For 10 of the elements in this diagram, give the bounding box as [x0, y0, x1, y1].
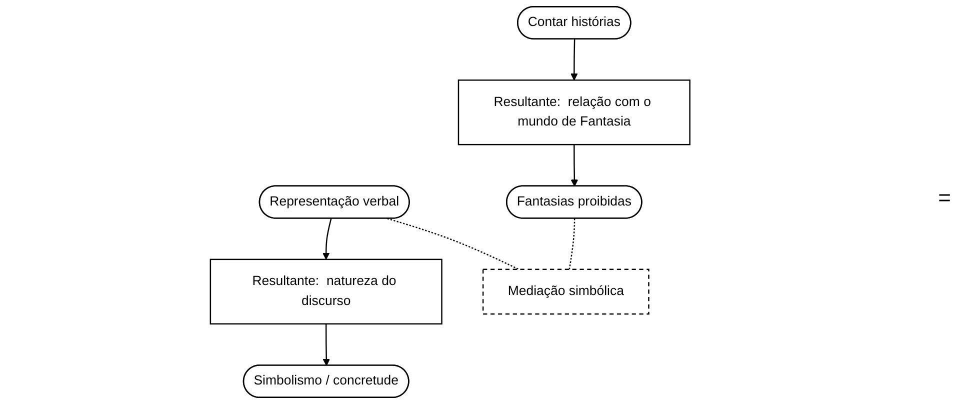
arrow: [322, 218, 332, 260]
connector: [387, 218, 519, 270]
node-box: Mediação simbólica: [482, 268, 650, 315]
node-box: Resultante: relação com o mundo de Fantasia: [458, 80, 690, 146]
arrow: [570, 39, 578, 80]
arrow: [322, 324, 330, 366]
connector: [568, 218, 576, 270]
node-box: Resultante: natureza do discurso: [210, 258, 442, 324]
equals-sign: =: [938, 185, 951, 210]
arrow: [570, 144, 578, 187]
